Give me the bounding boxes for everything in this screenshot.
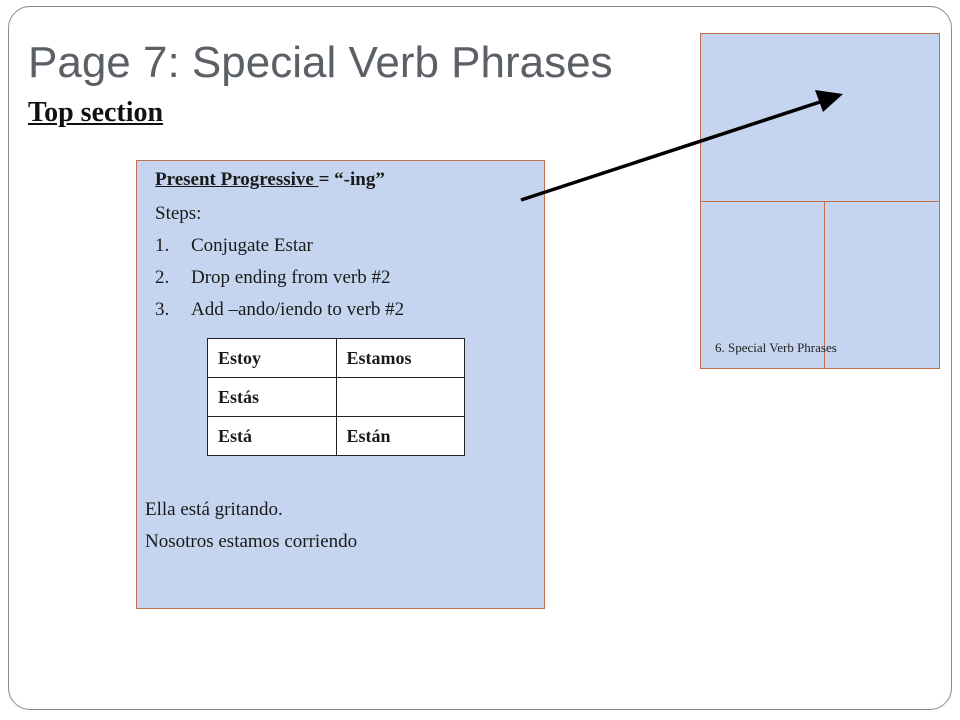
foldable-diagram: 6. Special Verb Phrases [700,33,940,369]
table-row: Estás [207,377,465,417]
steps-label: Steps: [155,203,202,224]
step-number: 1. [155,235,170,256]
step-text: Add –ando/iendo to verb #2 [191,299,405,320]
foldable-vertical-fold [824,201,825,368]
table-cell: Estoy [207,338,337,378]
page-title: Page 7: Special Verb Phrases [28,38,613,87]
table-row: Estoy Estamos [207,338,465,378]
foldable-label: 6. Special Verb Phrases [715,340,837,355]
notes-box: Present Progressive = “-ing” Steps: 1. Co… [136,160,545,609]
example-sentence: Nosotros estamos corriendo [145,531,358,552]
notes-heading: Present Progressive = “-ing” [155,169,385,191]
notes-heading-term: Present Progressive [155,169,319,190]
example-sentence: Ella está gritando. [145,499,283,520]
step-text: Conjugate Estar [191,235,313,256]
estar-conjugation-table: Estoy Estamos Estás Está Están [207,338,465,456]
step-number: 3. [155,299,170,320]
table-cell [335,377,465,417]
section-subtitle: Top section [28,97,164,128]
notes-heading-rest: = “-ing” [318,169,385,190]
step-item: 2. Drop ending from verb #2 [155,267,404,299]
steps-list: 1. Conjugate Estar 2. Drop ending from ver… [155,235,404,331]
table-cell: Estamos [335,338,465,378]
step-item: 1. Conjugate Estar [155,235,404,267]
step-text: Drop ending from verb #2 [191,267,391,288]
step-item: 3. Add –ando/iendo to verb #2 [155,299,404,331]
table-row: Está Están [207,416,465,456]
table-cell: Estás [207,377,337,417]
table-cell: Están [335,416,465,456]
step-number: 2. [155,267,170,288]
foldable-horizontal-fold [701,201,939,202]
table-cell: Está [207,416,337,456]
